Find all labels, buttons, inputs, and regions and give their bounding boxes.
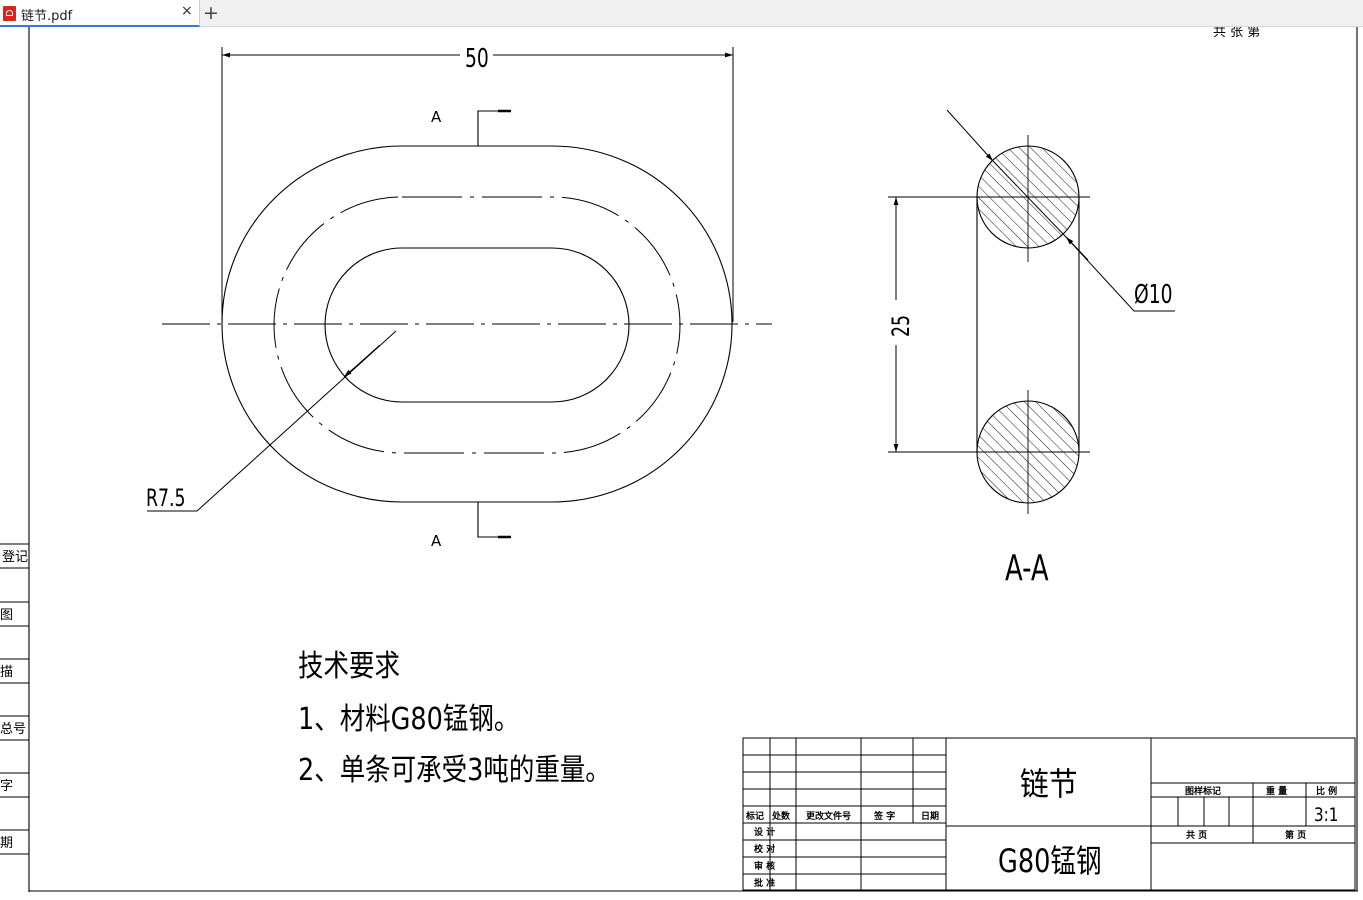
chain-link-front-view: A A: [162, 108, 772, 550]
tb-header-sign: 签 字: [873, 810, 895, 822]
tb-mark-label: 图样标记: [1185, 785, 1221, 797]
tech-heading: 技术要求: [298, 648, 400, 684]
title-block: 标记 处数 更改文件号 签 字 日期 设 计 校 对 审 核 批 准 图样标记 …: [742, 737, 1356, 891]
dimension-radius: R7.5: [146, 330, 397, 512]
tab-bar: 链节.pdf × +: [0, 0, 1363, 27]
new-tab-button[interactable]: +: [203, 2, 219, 24]
dimension-width: 50: [221, 44, 734, 322]
tb-row-check: 校 对: [754, 843, 775, 855]
left-strip-cell: 描: [0, 665, 13, 680]
drawing-canvas: 共 张 第 登记 图 描 总号 字 期 A A: [0, 25, 1358, 892]
tech-line-1: 1、材料G80锰钢。: [298, 701, 519, 737]
left-strip-table: 登记 图 描 总号 字 期: [0, 543, 29, 855]
drawing-frame: 共 张 第: [28, 25, 1358, 892]
section-mark-bottom: A: [431, 532, 442, 550]
left-strip-cell: 总号: [0, 722, 26, 737]
left-strip-cell: 图: [0, 608, 13, 623]
pdf-file-icon: [3, 6, 16, 21]
tb-header-mark: 标记: [745, 810, 764, 822]
close-icon[interactable]: ×: [181, 3, 193, 19]
section-title: A-A: [1005, 548, 1049, 589]
tb-total-sheets: 共 页: [1186, 829, 1207, 841]
left-strip-cell: 字: [0, 779, 13, 794]
top-right-label: 共 张 第: [1213, 27, 1260, 40]
dimension-width-label: 50: [465, 44, 489, 74]
tech-line-2: 2、单条可承受3吨的重量。: [298, 752, 611, 788]
tb-part-name: 链节: [1020, 767, 1078, 804]
technical-requirements: 技术要求 1、材料G80锰钢。 2、单条可承受3吨的重量。: [298, 648, 611, 788]
tb-current-sheet: 第 页: [1285, 829, 1306, 841]
tb-scale-label: 比 例: [1316, 785, 1337, 797]
tb-material: G80锰钢: [998, 842, 1102, 880]
tb-header-docno: 更改文件号: [806, 810, 851, 822]
tb-weight-label: 重 量: [1266, 785, 1287, 797]
tb-row-review: 审 核: [754, 860, 775, 872]
document-viewport: 共 张 第 登记 图 描 总号 字 期 A A: [0, 25, 1363, 896]
tb-row-approve: 批 准: [754, 877, 775, 889]
dimension-diameter-label: Ø10: [1134, 280, 1173, 310]
dimension-height-label: 25: [887, 315, 915, 337]
tb-header-count: 处数: [771, 810, 791, 822]
tab-document[interactable]: 链节.pdf ×: [0, 0, 200, 27]
tb-header-date: 日期: [921, 810, 939, 822]
left-strip-cell: 期: [0, 836, 13, 851]
tb-scale-value: 3:1: [1314, 804, 1338, 826]
left-strip-cell: 登记: [2, 550, 28, 565]
tb-row-design: 设 计: [754, 826, 775, 838]
section-view-aa: 25 Ø10 A-A: [887, 109, 1175, 589]
dimension-radius-label: R7.5: [146, 484, 185, 512]
tab-title: 链节.pdf: [21, 9, 73, 24]
section-mark-top: A: [431, 108, 442, 126]
